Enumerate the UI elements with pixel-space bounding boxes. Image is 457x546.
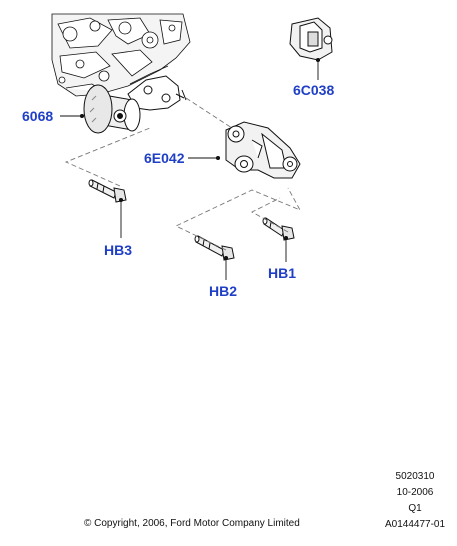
engine-mount-6C038: [289, 17, 333, 61]
assembly-lines: [64, 97, 302, 251]
reference-code: 5020310: [395, 471, 435, 482]
leader-lines: [60, 57, 321, 280]
tensioner-pulley-6068: [83, 84, 141, 134]
bolt-HB3: [88, 179, 127, 203]
reference-date: 10-2006: [396, 487, 434, 498]
callout-6C038: 6C038: [293, 82, 335, 98]
bolt-HB1: [262, 217, 295, 241]
engine-block: [51, 13, 191, 97]
bolt-HB2: [194, 235, 235, 261]
callout-6E042: 6E042: [144, 150, 185, 166]
callout-HB2: HB2: [209, 283, 238, 299]
reference-quarter: Q1: [408, 503, 422, 514]
callout-HB3: HB3: [104, 242, 133, 258]
tensioner-bracket: [127, 75, 187, 111]
engine-support-bracket-6E042: [225, 121, 301, 179]
reference-block: 5020310 10-2006 Q1 A0144477-01: [380, 471, 450, 531]
callout-HB1: HB1: [268, 265, 297, 281]
copyright-notice: © Copyright, 2006, Ford Motor Company Li…: [84, 518, 300, 529]
callout-6068: 6068: [22, 108, 54, 124]
illustration-id: A0144477-01: [384, 519, 446, 530]
